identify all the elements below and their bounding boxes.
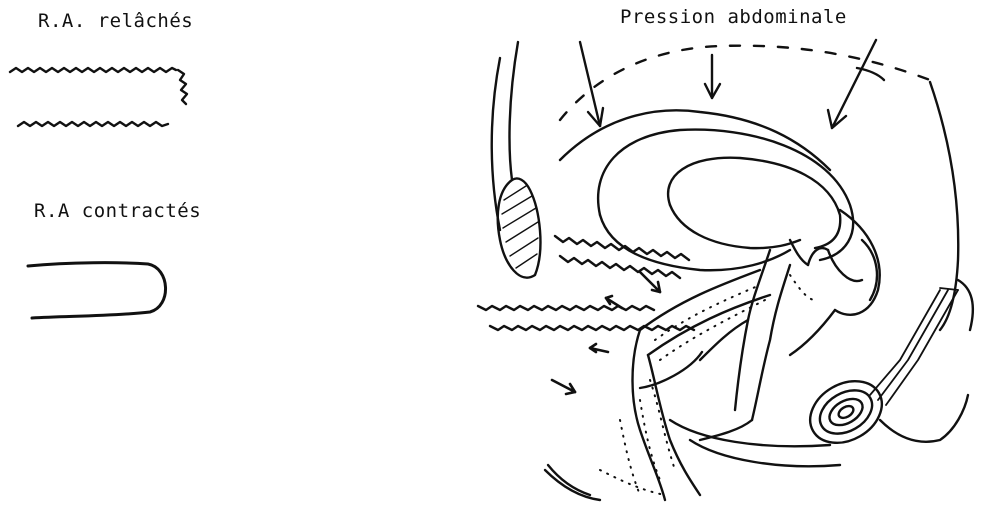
- posterior-wall: [930, 82, 958, 330]
- cervix: [790, 210, 880, 355]
- relaxed-muscle-symbol: [10, 68, 187, 126]
- pubic-bone: [498, 178, 541, 277]
- anal-sphincter: [799, 369, 968, 455]
- abdomen-outline-dashed: [560, 46, 930, 120]
- muscle-arrows: [552, 272, 660, 394]
- pressure-arrows: [580, 40, 884, 128]
- uterus: [598, 130, 862, 281]
- urethra: [633, 270, 841, 500]
- vaginal-canal: [700, 250, 790, 440]
- contracted-muscle-symbol: [28, 263, 166, 318]
- sacrum: [870, 288, 958, 405]
